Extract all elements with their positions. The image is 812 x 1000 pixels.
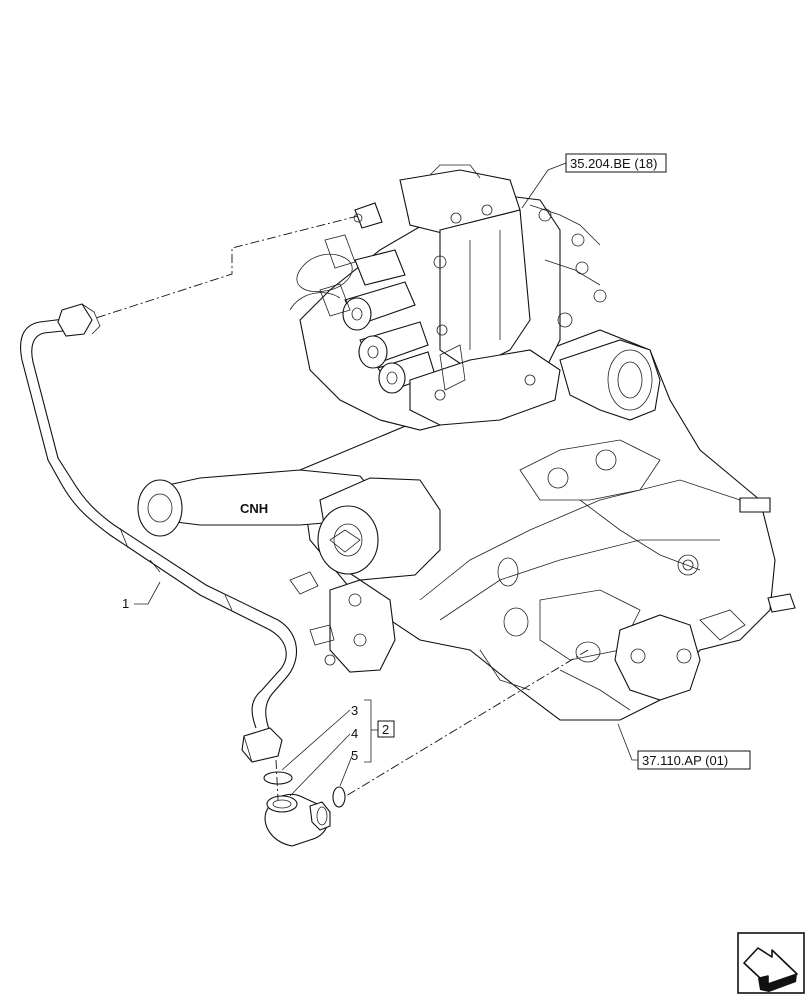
solenoid-coils (342, 249, 436, 394)
left-pivot-drum (317, 477, 441, 581)
svg-text:4: 4 (351, 726, 358, 741)
elbow-fitting-item-4 (264, 793, 331, 847)
right-lift-arm (559, 339, 661, 421)
reference-valve: 35.204.BE (18) (521, 153, 667, 209)
svg-text:3: 3 (351, 703, 358, 718)
hydraulic-pipe (20, 303, 298, 763)
svg-text:1: 1 (122, 596, 129, 611)
svg-text:5: 5 (351, 748, 358, 763)
left-lift-arm: CNH (137, 469, 381, 537)
o-ring-item-3 (263, 771, 293, 785)
svg-text:37.110.AP (01): 37.110.AP (01) (642, 753, 728, 768)
next-page-arrow-icon[interactable] (737, 932, 805, 994)
callout-item-1: 1 (122, 581, 161, 611)
sensor-bracket (289, 571, 396, 673)
casting-text: CNH (240, 501, 268, 516)
assembly-lines (95, 215, 589, 801)
right-side-unit (614, 497, 796, 701)
svg-text:2: 2 (382, 722, 389, 737)
o-ring-item-5 (332, 786, 346, 808)
svg-text:35.204.BE (18): 35.204.BE (18) (570, 156, 657, 171)
control-valve-block (289, 164, 607, 431)
callout-items-3-4-5: 2 3 4 5 (281, 699, 395, 797)
reference-housing: 37.110.AP (01) (617, 723, 751, 770)
